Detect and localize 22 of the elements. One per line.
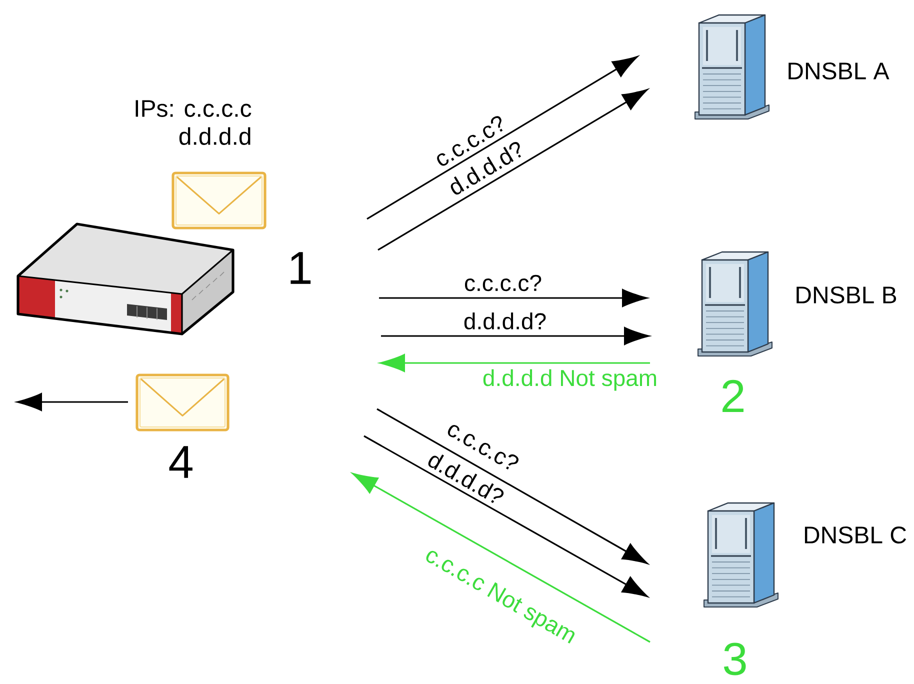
- arrow: [376, 408, 648, 564]
- arrow: [352, 472, 650, 643]
- arrow: [364, 435, 648, 597]
- arrow: [380, 354, 650, 372]
- arrow: [379, 289, 648, 307]
- arrow: [381, 327, 650, 345]
- ip-address-list: IPs: c.c.c.c d.d.d.d: [136, 100, 252, 145]
- arrow: [366, 56, 638, 220]
- router-picture: [16, 222, 234, 336]
- edge-label: d.d.d.d?: [464, 312, 546, 330]
- edge-label: d.d.d.d Not spam: [483, 369, 656, 391]
- server-label: DNSBL A: [788, 62, 890, 80]
- edge-label: c.c.c.c?: [465, 274, 542, 292]
- server-label: DNSBL C: [804, 526, 906, 544]
- envelope-icon: [136, 374, 230, 432]
- arrow: [16, 393, 128, 411]
- server-label: DNSBL B: [796, 286, 896, 304]
- arrow: [378, 89, 648, 251]
- step-number: 2: [722, 380, 744, 412]
- step-number: 3: [724, 642, 746, 676]
- step-number: 1: [290, 252, 311, 284]
- step-number: 4: [169, 446, 192, 478]
